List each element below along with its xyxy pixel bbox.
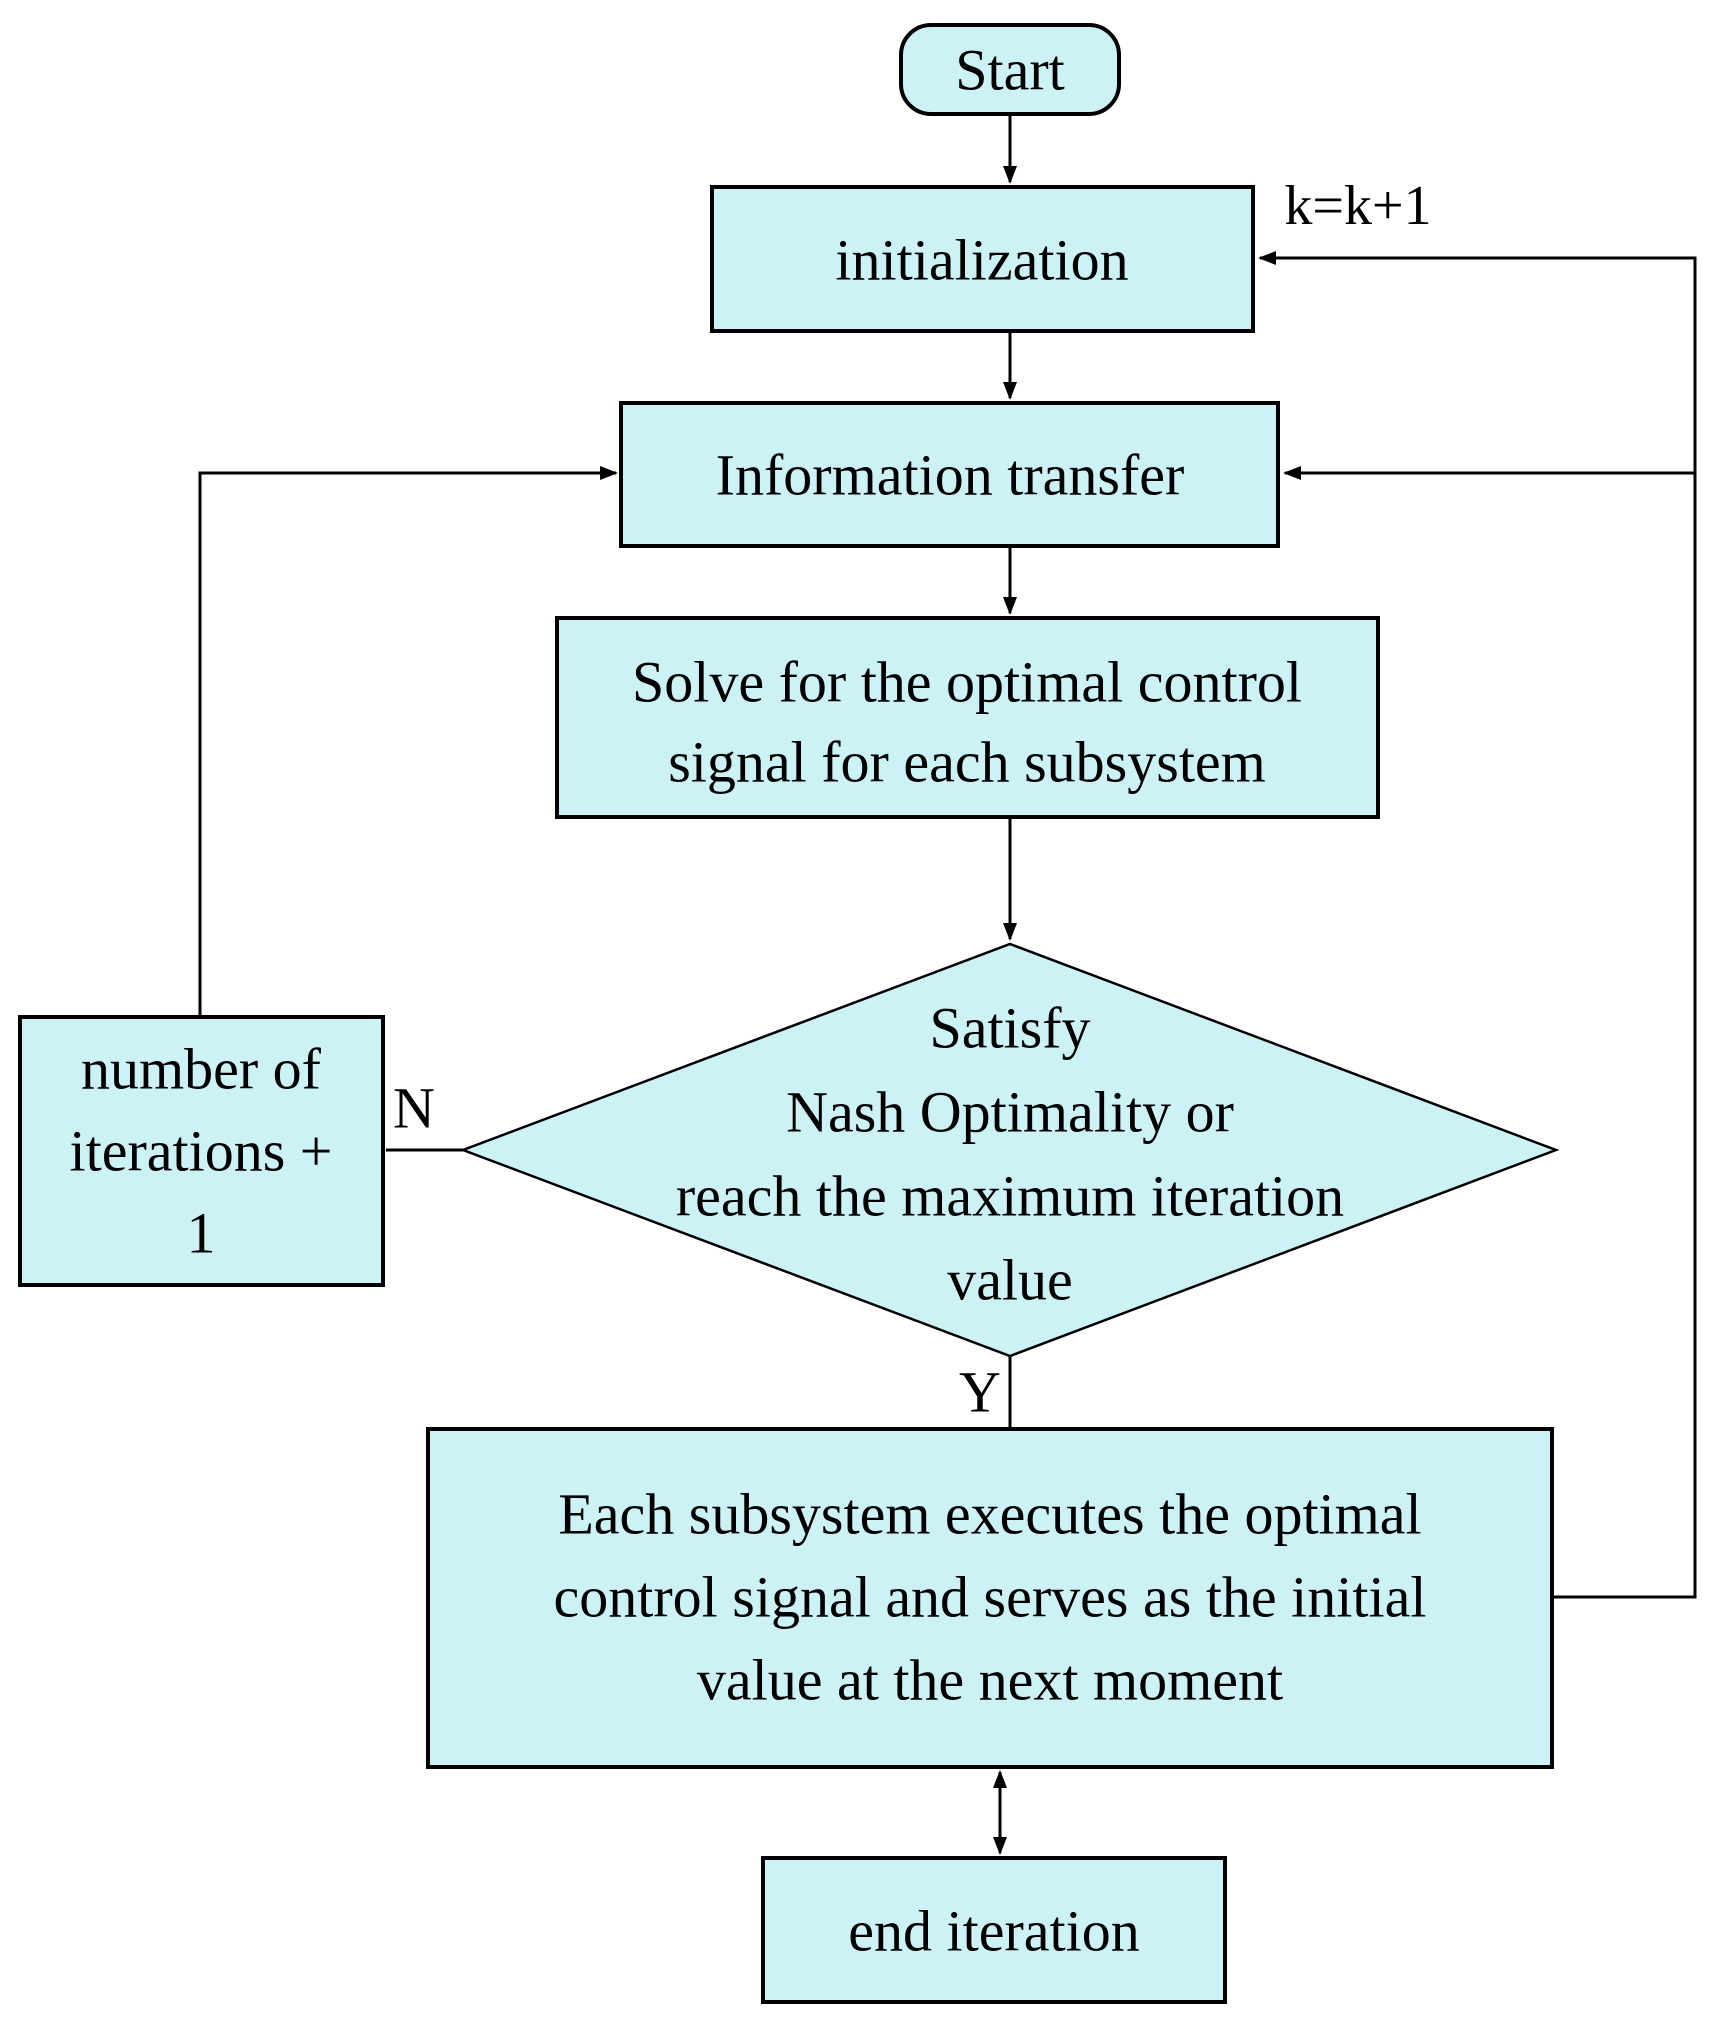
edge-label-increment: k=k+1 (1284, 175, 1431, 237)
node-iteration-counter-line-2: iterations + (69, 1119, 332, 1184)
node-decision-line-4: value (947, 1248, 1073, 1313)
node-iteration-counter-line-3: 1 (187, 1201, 216, 1266)
node-iteration-counter-line-1: number of (81, 1037, 322, 1102)
node-initialization-label: initialization (835, 228, 1128, 293)
node-execute-line-2: control signal and serves as the initial (553, 1565, 1426, 1630)
node-initialization: initialization (710, 185, 1255, 333)
node-decision-line-1: Satisfy (929, 996, 1090, 1061)
node-iteration-counter: number of iterations + 1 (18, 1015, 385, 1287)
node-execute: Each subsystem executes the optimal cont… (426, 1427, 1554, 1769)
node-solve: Solve for the optimal control signal for… (555, 616, 1380, 819)
node-decision-line-2: Nash Optimality or (786, 1080, 1234, 1145)
edge-label-yes: Y (959, 1360, 1001, 1425)
node-execute-line-1: Each subsystem executes the optimal (558, 1482, 1421, 1547)
edge-counter-to-information-transfer (198, 466, 618, 1015)
node-solve-line-2: signal for each subsystem (668, 730, 1266, 795)
node-start-label: Start (955, 38, 1065, 103)
node-decision-line-3: reach the maximum iteration (676, 1164, 1344, 1229)
node-execute-line-3: value at the next moment (697, 1648, 1283, 1713)
edge-label-no: N (393, 1076, 435, 1141)
edge-execute-loop-to-initialization (1258, 251, 1697, 1599)
node-information-transfer: Information transfer (619, 401, 1280, 548)
node-start: Start (899, 23, 1121, 116)
node-end-iteration-label: end iteration (848, 1899, 1140, 1964)
node-information-transfer-label: Information transfer (716, 443, 1185, 508)
node-solve-line-1: Solve for the optimal control (632, 650, 1302, 715)
node-end-iteration: end iteration (761, 1856, 1227, 2004)
node-decision: Satisfy Nash Optimality or reach the max… (459, 942, 1560, 1358)
